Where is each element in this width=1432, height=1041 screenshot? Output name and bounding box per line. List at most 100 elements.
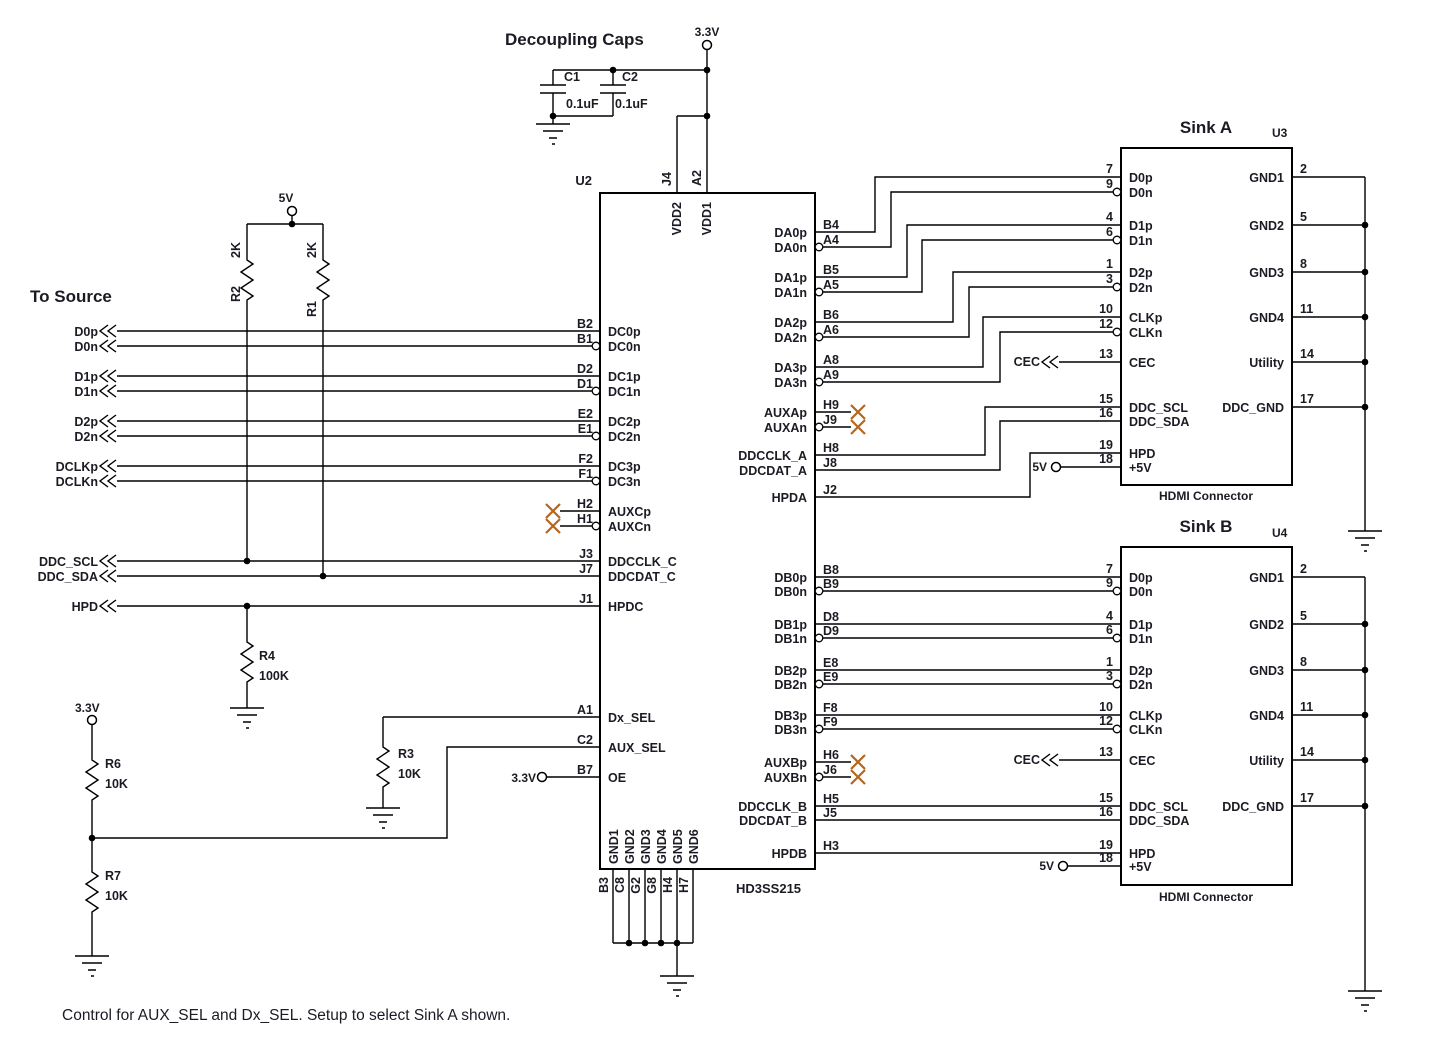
sink-a-right-pin-names-3: GND4 bbox=[1249, 311, 1284, 325]
ground-symbol bbox=[229, 699, 265, 729]
sink-a-right-pin-numbers-5: 17 bbox=[1300, 392, 1314, 406]
sink-a-left-pin-numbers-8: 13 bbox=[1099, 347, 1113, 361]
sink-a-left-pin-names-11: HPD bbox=[1129, 447, 1155, 461]
sink-a-left-pin-numbers-12: 18 bbox=[1099, 452, 1113, 466]
sink-a-left-pin-numbers-3: 6 bbox=[1106, 225, 1113, 239]
u2-right-pin-numbers-22: J6 bbox=[823, 763, 837, 777]
u2-left-pin-names-2: DC1p bbox=[608, 370, 641, 384]
u2-right-pin-numbers-9: J9 bbox=[823, 413, 837, 427]
offpage-chevron-icon bbox=[99, 474, 117, 488]
source-signal-labels-3: D1n bbox=[74, 385, 98, 399]
source-signal-labels-5: D2n bbox=[74, 430, 98, 444]
u2-left-pin-numbers-2: D2 bbox=[577, 362, 593, 376]
sink-a-right-pin-names-5: DDC_GND bbox=[1222, 401, 1284, 415]
u2-left-pin-numbers-15: B7 bbox=[577, 763, 593, 777]
junction-dot bbox=[673, 939, 681, 947]
resistor-r3 bbox=[376, 741, 390, 793]
u2-left-pin-names-6: DC3p bbox=[608, 460, 641, 474]
pin-bubble bbox=[814, 242, 824, 252]
u2-right-pin-numbers-21: H6 bbox=[823, 748, 839, 762]
u2-right-pin-names-22: AUXBn bbox=[764, 771, 807, 785]
offpage-chevron-icon bbox=[99, 339, 117, 353]
u2-right-pin-numbers-8: H9 bbox=[823, 398, 839, 412]
capacitor-c1 bbox=[539, 69, 567, 117]
u2-left-pin-names-8: AUXCp bbox=[608, 505, 651, 519]
no-connect-icon bbox=[849, 753, 867, 771]
u2-right-pin-numbers-1: A4 bbox=[823, 233, 839, 247]
wire-u2-to-sink-b bbox=[815, 576, 1121, 867]
u2-bottom-pin-names-2: GND3 bbox=[639, 829, 653, 864]
pin-bubble bbox=[591, 521, 601, 531]
junction-dot bbox=[1361, 666, 1369, 674]
sink-a-left-pin-numbers-10: 16 bbox=[1099, 406, 1113, 420]
u2-right-pin-names-21: AUXBp bbox=[764, 756, 807, 770]
junction-dot bbox=[609, 66, 617, 74]
pin-bubble bbox=[591, 476, 601, 486]
r4-ref: R4 bbox=[259, 649, 275, 663]
junction-dot bbox=[1361, 268, 1369, 276]
junction-dot bbox=[1361, 802, 1369, 810]
source-signal-labels-4: D2p bbox=[74, 415, 98, 429]
pin-bubble bbox=[814, 772, 824, 782]
sink-a-right-pin-names-2: GND3 bbox=[1249, 266, 1284, 280]
sink-b-left-pin-names-6: CLKp bbox=[1129, 709, 1163, 723]
junction-dot bbox=[1361, 711, 1369, 719]
u2-right-pin-numbers-4: B6 bbox=[823, 308, 839, 322]
u2-left-pin-names-13: Dx_SEL bbox=[608, 711, 656, 725]
no-connect-icon bbox=[849, 403, 867, 421]
u2-right-pin-names-16: DB1n bbox=[774, 632, 807, 646]
sink-a-left-pin-numbers-5: 3 bbox=[1106, 272, 1113, 286]
u2-left-pin-names-9: AUXCn bbox=[608, 520, 651, 534]
sink-b-left-pin-numbers-0: 7 bbox=[1106, 562, 1113, 576]
sink-b-title: Sink B bbox=[1180, 517, 1233, 536]
sink-b-refdes: U4 bbox=[1272, 526, 1288, 540]
sink-a-left-pin-names-10: DDC_SDA bbox=[1129, 415, 1189, 429]
u2-bottom-pin-names-5: GND6 bbox=[687, 829, 701, 864]
r7-ref: R7 bbox=[105, 869, 121, 883]
u2-chip-body bbox=[599, 192, 816, 870]
u2-left-pin-numbers-3: D1 bbox=[577, 377, 593, 391]
u2-left-pin-numbers-5: E1 bbox=[578, 422, 593, 436]
sink-b-right-pin-names-5: DDC_GND bbox=[1222, 800, 1284, 814]
u2-left-pin-numbers-1: B1 bbox=[577, 332, 593, 346]
u2-left-pin-numbers-12: J1 bbox=[579, 592, 593, 606]
c1-value: 0.1uF bbox=[566, 97, 599, 111]
sink-a-left-pin-numbers-9: 15 bbox=[1099, 392, 1113, 406]
sink-a-subtitle: HDMI Connector bbox=[1159, 489, 1253, 503]
pin-bubble bbox=[1112, 235, 1122, 245]
wire-sink-b-grounds bbox=[1292, 576, 1366, 983]
u2-top-pin-names-1: VDD1 bbox=[700, 202, 714, 235]
sink-b-left-pin-numbers-5: 3 bbox=[1106, 669, 1113, 683]
wire-5v-pullups bbox=[246, 216, 324, 576]
u2-left-pin-numbers-10: J3 bbox=[579, 547, 593, 561]
r3-ref: R3 bbox=[398, 747, 414, 761]
offpage-chevron-icon bbox=[99, 324, 117, 338]
u2-right-pin-numbers: B4A4B5A5B6A6A8A9H9J9H8J8J2B8B9D8D9E8E9F8… bbox=[823, 218, 839, 853]
u2-right-pin-names-12: HPDA bbox=[772, 491, 807, 505]
sink-a-left-pin-numbers-2: 4 bbox=[1106, 210, 1113, 224]
pin-bubble bbox=[814, 724, 824, 734]
offpage-chevron-icon bbox=[99, 429, 117, 443]
sink-a-left-pin-numbers-7: 12 bbox=[1099, 317, 1113, 331]
decoupling-title: Decoupling Caps bbox=[505, 30, 644, 49]
sink-b-left-pin-numbers-12: 18 bbox=[1099, 851, 1113, 865]
u2-left-pin-numbers-6: F2 bbox=[578, 452, 593, 466]
r4-value: 100K bbox=[259, 669, 289, 683]
u2-left-pin-numbers-0: B2 bbox=[577, 317, 593, 331]
ground-symbol bbox=[74, 947, 110, 977]
sink-b-body bbox=[1120, 546, 1293, 886]
sink-a-right-pin-names-0: GND1 bbox=[1249, 171, 1284, 185]
u2-right-pin-names-13: DB0p bbox=[774, 571, 807, 585]
sink-a-left-pin-numbers-6: 10 bbox=[1099, 302, 1113, 316]
junction-dot bbox=[703, 112, 711, 120]
pin-bubble bbox=[814, 287, 824, 297]
sink-b-right-pin-names-3: GND4 bbox=[1249, 709, 1284, 723]
pin-bubble bbox=[1112, 679, 1122, 689]
power-terminal-5v bbox=[1057, 860, 1069, 872]
u2-bottom-pin-numbers-5: H7 bbox=[677, 877, 691, 893]
no-connect-icon bbox=[849, 418, 867, 436]
sink-a-left-pin-numbers-11: 19 bbox=[1099, 438, 1113, 452]
